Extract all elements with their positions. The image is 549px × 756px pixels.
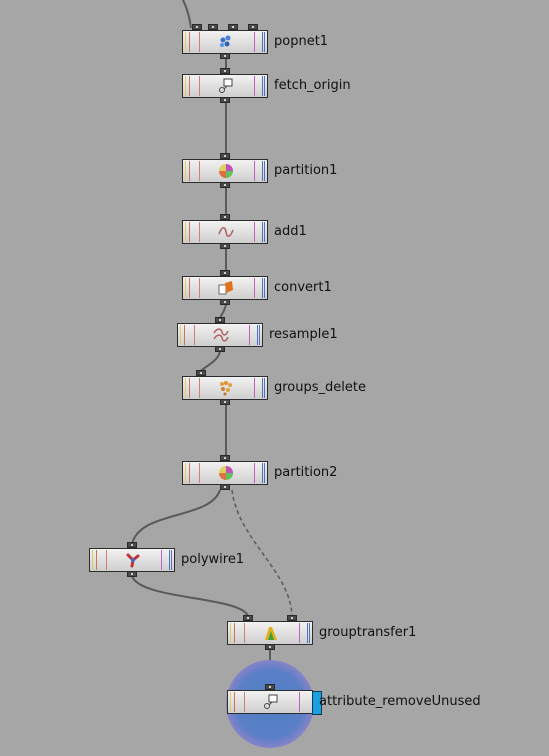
input-port[interactable] — [287, 615, 297, 621]
node-label: partition1 — [274, 163, 338, 178]
popnet-icon — [218, 34, 234, 50]
partition-icon — [218, 465, 234, 481]
output-port[interactable] — [220, 53, 230, 59]
display-flag-toggle[interactable] — [312, 691, 322, 715]
partition-icon — [218, 163, 234, 179]
node-label: fetch_origin — [274, 78, 351, 93]
node-body[interactable] — [182, 461, 268, 485]
node-label: partition2 — [274, 465, 338, 480]
grouptransfer-icon — [263, 625, 279, 641]
output-port[interactable] — [265, 644, 275, 650]
node-label: convert1 — [274, 280, 332, 295]
node-body[interactable] — [182, 30, 268, 54]
node-label: polywire1 — [181, 552, 245, 567]
input-port[interactable] — [208, 24, 218, 30]
input-port[interactable] — [192, 24, 202, 30]
output-port[interactable] — [127, 571, 137, 577]
node-label: popnet1 — [274, 34, 329, 49]
output-port[interactable] — [220, 399, 230, 405]
input-port[interactable] — [220, 214, 230, 220]
input-port[interactable] — [127, 542, 137, 548]
convert-icon — [218, 280, 234, 296]
node-body[interactable] — [182, 276, 268, 300]
output-port[interactable] — [220, 97, 230, 103]
output-port[interactable] — [220, 182, 230, 188]
node-label: resample1 — [269, 327, 338, 342]
output-port[interactable] — [220, 243, 230, 249]
input-port[interactable] — [215, 317, 225, 323]
input-port[interactable] — [220, 270, 230, 276]
output-port[interactable] — [220, 484, 230, 490]
node-body[interactable] — [227, 621, 313, 645]
input-port[interactable] — [220, 68, 230, 74]
node-body[interactable] — [182, 220, 268, 244]
output-port[interactable] — [215, 346, 225, 352]
wire-popnet-input — [182, 0, 192, 29]
node-body[interactable] — [177, 323, 263, 347]
polywire-icon — [125, 552, 141, 568]
node-body[interactable] — [89, 548, 175, 572]
node-label: attribute_removeUnused — [319, 694, 481, 709]
node-label: grouptransfer1 — [319, 625, 417, 640]
groups-delete-icon — [218, 380, 234, 396]
node-body[interactable] — [182, 159, 268, 183]
input-port[interactable] — [228, 24, 238, 30]
output-port[interactable] — [220, 299, 230, 305]
resample-icon — [213, 327, 229, 343]
input-port[interactable] — [220, 153, 230, 159]
node-body[interactable] — [227, 690, 322, 715]
input-port[interactable] — [196, 370, 206, 376]
input-port[interactable] — [248, 24, 258, 30]
fetch-icon — [218, 78, 234, 94]
input-port[interactable] — [220, 455, 230, 461]
wire-partition2-grouptransfer1 — [231, 489, 293, 617]
wire-polywire1-grouptransfer1 — [131, 575, 249, 617]
input-port[interactable] — [243, 615, 253, 621]
node-body[interactable] — [182, 376, 268, 400]
node-label: add1 — [274, 224, 307, 239]
node-label: groups_delete — [274, 380, 366, 395]
attribute-remove-icon — [263, 694, 279, 710]
add-icon — [218, 224, 234, 240]
node-body[interactable] — [182, 74, 268, 98]
input-port[interactable] — [265, 684, 275, 690]
wire-partition2-polywire1 — [131, 489, 221, 545]
